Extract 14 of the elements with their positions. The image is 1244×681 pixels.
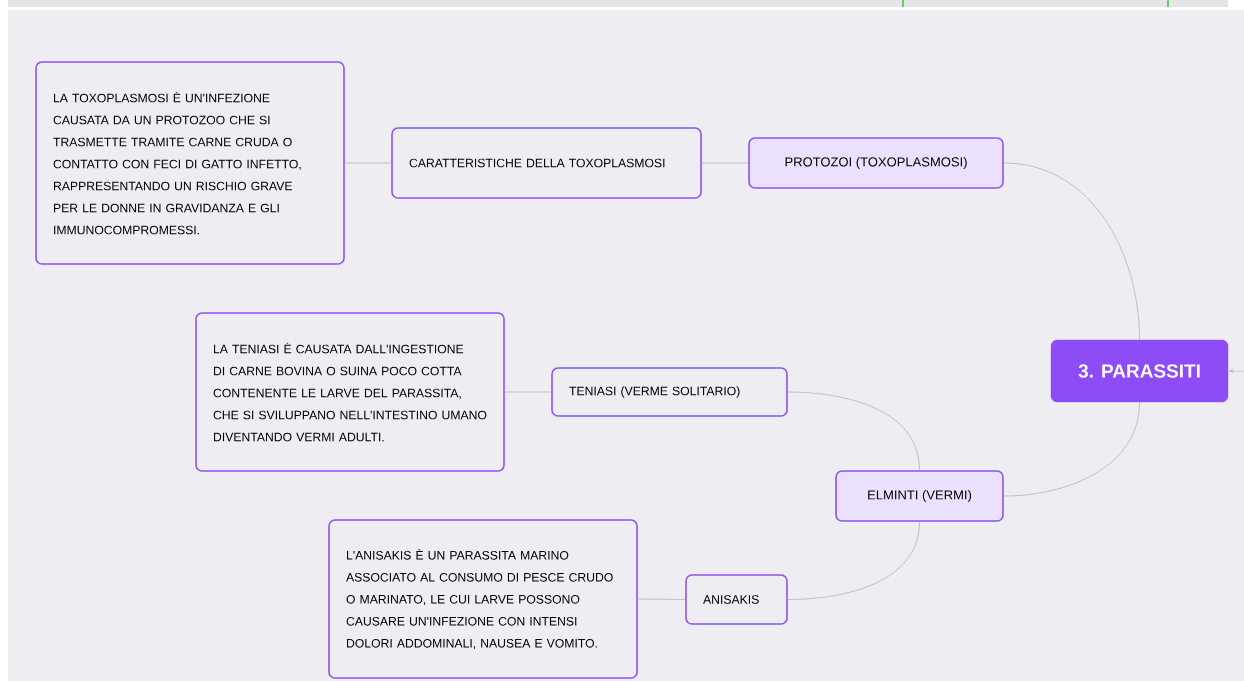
connector xyxy=(787,521,920,600)
topic-box: TENIASI (VERME SOLITARIO) xyxy=(551,367,788,417)
branch-box: PROTOZOI (TOXOPLASMOSI) xyxy=(748,137,1004,189)
description-box: LA TENIASI È CAUSATA DALL'INGESTIONE DI CARNE BOVINA O SUINA POCO COTTA CONTENENTE LE LARVE DEL PARASSITA, CHE SI SVILUPPANO NELL'INTESTINO UMANO DIVENTANDO VERMI ADULTI. xyxy=(195,312,505,472)
description-box: L'ANISAKIS È UN PARASSITA MARINO ASSOCIATO AL CONSUMO DI PESCE CRUDO O MARINATO, LE CUI LARVE POSSONO CAUSARE UN'INFEZIONE CON INTENSI DOLORI ADDOMINALI, NAUSEA E VOMITO. xyxy=(328,519,638,679)
connector xyxy=(1003,401,1140,497)
connector xyxy=(637,598,686,600)
central-topic-box: 3. PARASSITI xyxy=(1050,339,1229,403)
topic-box: CARATTERISTICHE DELLA TOXOPLASMOSI xyxy=(391,127,702,199)
connector xyxy=(1003,162,1140,341)
topic-box: ANISAKIS xyxy=(685,574,788,625)
connector xyxy=(787,391,920,471)
branch-box: ELMINTI (VERMI) xyxy=(835,470,1004,522)
description-box: LA TOXOPLASMOSI È UN'INFEZIONE CAUSATA DA UN PROTOZOO CHE SI TRASMETTE TRAMITE CARNE CRUDA O CONTATTO CON FECI DI GATTO INFETTO, RAPPRESENTANDO UN RISCHIO GRAVE PER LE DONNE IN GRAVIDANZA E GLI IMMUNOCOMPROMESSI. xyxy=(35,61,345,265)
